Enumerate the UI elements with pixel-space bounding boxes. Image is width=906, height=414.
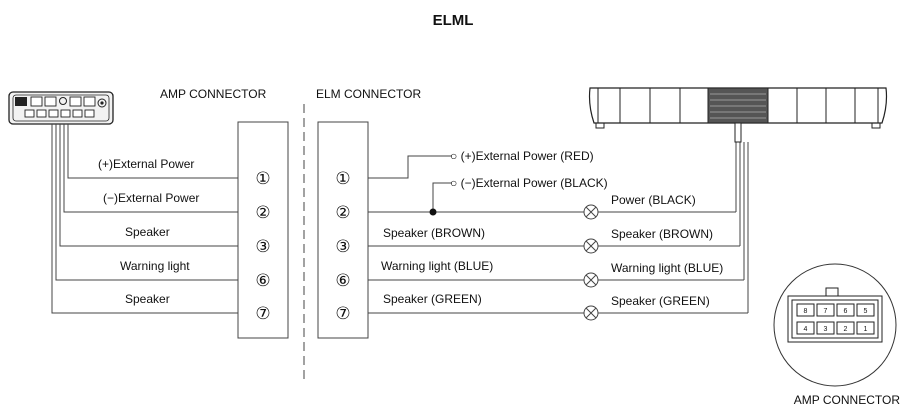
amp-connector-caption: AMP CONNECTOR: [794, 393, 901, 407]
junction-dot: [429, 208, 437, 216]
amp-connector-heading: AMP CONNECTOR: [160, 87, 267, 101]
light-bar-wire-label: Speaker (GREEN): [611, 294, 710, 308]
amp-pin-number: ②: [255, 203, 270, 223]
amp-pin-number: ①: [255, 169, 270, 189]
elm-pin-number: ③: [335, 237, 350, 257]
elm-pin-number: ⑦: [335, 304, 350, 324]
elm-wire-label: Speaker (GREEN): [383, 292, 482, 306]
elm-wire-label: Warning light (BLUE): [381, 259, 493, 273]
connector-pin-label: 7: [824, 308, 828, 315]
elm-connector-block: [317, 121, 369, 339]
light-bar-wire-label: Speaker (BROWN): [611, 227, 713, 241]
connector-pin-label: 4: [804, 326, 808, 333]
light-bar-wire-label: Power (BLACK): [611, 193, 696, 207]
elm-wire-label: Speaker (BROWN): [383, 226, 485, 240]
lamp-symbol-icon: [583, 305, 599, 321]
elm-wires: [368, 142, 749, 314]
connector-pin-label: 1: [864, 326, 868, 333]
amp-wire-label: Speaker: [125, 225, 170, 239]
amp-wire-label: (−)External Power: [103, 191, 199, 205]
amp-pin-number: ⑥: [255, 271, 270, 291]
amplifier-device-icon: [8, 91, 114, 125]
elm-connector-heading: ELM CONNECTOR: [316, 87, 421, 101]
lamp-symbol-icon: [583, 272, 599, 288]
connector-pin-label: 2: [844, 326, 848, 333]
amp-connector-block: [237, 121, 289, 339]
connector-pin-label: 5: [864, 308, 868, 315]
light-bar-icon: [588, 87, 888, 143]
lamp-symbol-icon: [583, 238, 599, 254]
elm-external-power-black-label: ○ (−)External Power (BLACK): [450, 176, 608, 190]
lamp-symbol-icon: [583, 204, 599, 220]
connector-pin-label: 8: [804, 308, 808, 315]
connector-pin-label: 6: [844, 308, 848, 315]
amp-wires: [51, 124, 238, 314]
amp-pin-number: ⑦: [255, 304, 270, 324]
amp-pin-number: ③: [255, 237, 270, 257]
elm-pin-number: ①: [335, 169, 350, 189]
light-bar-wire-label: Warning light (BLUE): [611, 261, 723, 275]
amp-connector-face-icon: [773, 263, 897, 387]
elm-external-power-red-label: ○ (+)External Power (RED): [450, 149, 594, 163]
amp-wire-label: (+)External Power: [98, 157, 194, 171]
elm-pin-number: ⑥: [335, 271, 350, 291]
diagram-title: ELML: [433, 12, 474, 29]
amp-wire-label: Warning light: [120, 259, 190, 273]
connector-pin-label: 3: [824, 326, 828, 333]
amp-wire-label: Speaker: [125, 292, 170, 306]
elm-pin-number: ②: [335, 203, 350, 223]
